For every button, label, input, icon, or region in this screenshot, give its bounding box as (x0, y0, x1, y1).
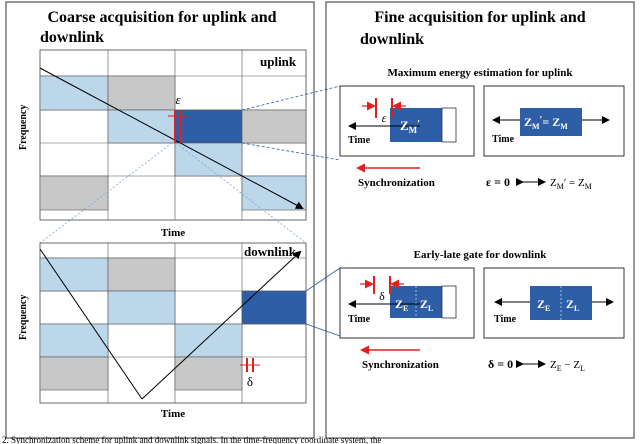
left-panel-title-line2: downlink (40, 29, 104, 46)
right-panel-title-line2: downlink (360, 31, 424, 48)
figure-caption: 2. Synchronization scheme for uplink and… (2, 435, 381, 444)
uplink-block (107, 109, 176, 144)
downlink-x-axis-label: Time (161, 408, 185, 420)
uplink-block (107, 75, 176, 111)
downlink-block (39, 257, 109, 292)
svg-text:ZM′: ZM′ (400, 118, 420, 135)
uplink-fine-box-1: ε Time ZM′ (339, 85, 475, 157)
box1-z-prime: ′ (417, 118, 420, 130)
dl-box2-ze-sub: E (545, 304, 550, 313)
uplink-label: uplink (260, 54, 297, 69)
left-panel-frame (5, 1, 315, 439)
uplink-cond-mid: ′ = Z (564, 177, 585, 189)
downlink-cond-z1: Z (550, 359, 557, 371)
downlink-fine-box-2: Time ZE ZL (483, 267, 625, 339)
svg-text:ZE − ZL: ZE − ZL (550, 359, 585, 373)
uplink-chirp-line (39, 67, 304, 209)
dl-box1-zl: Z (420, 297, 428, 311)
downlink-condition-left: δ = 0 (488, 357, 513, 371)
uplink-epsilon-label: ε (175, 92, 181, 107)
box2-eq: = Z (542, 115, 560, 129)
downlink-block-dark (241, 290, 307, 325)
downlink-cond-z1-sub: E (557, 364, 562, 373)
svg-text:ZL: ZL (420, 297, 433, 313)
uplink-block (39, 75, 109, 111)
uplink-fine-heading: Maximum energy estimation for uplink (388, 67, 574, 79)
downlink-fine-box-1: δ Time ZE ZL (339, 267, 475, 339)
downlink-block (39, 356, 109, 391)
downlink-label: downlink (244, 244, 297, 259)
fine-uplink-time-label-1: Time (348, 135, 371, 146)
downlink-block (174, 323, 243, 358)
left-panel-title-line1: Coarse acquisition for uplink and (47, 9, 276, 26)
uplink-sync-label: Synchronization (358, 177, 435, 189)
uplink-condition-left: ε = 0 (486, 175, 510, 189)
box2-z-left-sub: M (532, 122, 540, 131)
uplink-x-axis-label: Time (161, 227, 185, 239)
downlink-block (107, 257, 176, 292)
svg-text:ZE: ZE (537, 297, 550, 313)
uplink-block (241, 109, 307, 144)
fine-downlink-delta: δ (379, 289, 385, 303)
box1-z: Z (400, 118, 409, 133)
svg-text:ZL: ZL (566, 297, 579, 313)
dl-box1-ze: Z (395, 297, 403, 311)
downlink-cond-z2-sub: L (580, 364, 585, 373)
uplink-cond-z1-sub: M (557, 182, 564, 191)
dl-box2-zl-sub: L (574, 304, 579, 313)
right-panel-title-line1: Fine acquisition for uplink and (374, 9, 585, 26)
dl-box1-ze-sub: E (403, 304, 408, 313)
fine-uplink-epsilon: ε (382, 111, 387, 125)
downlink-delta-label: δ (247, 374, 253, 389)
box2-z-right-sub: M (560, 122, 568, 131)
box2-z-left-prime: ′ (540, 115, 543, 126)
dl-box2-zl: Z (566, 297, 574, 311)
svg-text:ZM′= ZM: ZM′= ZM (524, 115, 568, 131)
uplink-fine-box-2: Time ZM′= ZM (483, 85, 625, 157)
downlink-block (107, 290, 176, 325)
uplink-y-axis-label: Frequency (18, 105, 29, 150)
downlink-chart: δ downlink (39, 242, 307, 404)
dl-box1-zl-sub: L (428, 304, 433, 313)
downlink-cond-mid: − Z (562, 359, 581, 371)
uplink-cond-z1: Z (550, 177, 557, 189)
svg-text:ZE: ZE (395, 297, 408, 313)
uplink-block (39, 175, 109, 211)
svg-text:ZM′ = ZM: ZM′ = ZM (550, 177, 592, 191)
downlink-fine-heading: Early-late gate for downlink (414, 249, 548, 261)
downlink-block (39, 323, 109, 358)
fine-uplink-time-label-2: Time (492, 134, 515, 145)
downlink-y-axis-label: Frequency (18, 295, 29, 340)
downlink-chirp-down (39, 248, 143, 400)
dl-box2-ze: Z (537, 297, 545, 311)
downlink-block (174, 356, 243, 391)
downlink-chirp-up (141, 250, 302, 400)
fine-downlink-time-label-2: Time (494, 314, 517, 325)
downlink-sync-label: Synchronization (362, 359, 439, 371)
box1-z-sub: M (409, 125, 418, 135)
uplink-block-dark (174, 109, 243, 144)
fine-downlink-time-label-1: Time (348, 314, 371, 325)
box2-z-left: Z (524, 115, 532, 129)
right-panel-frame (325, 1, 635, 439)
uplink-cond-z2-sub: M (585, 182, 592, 191)
uplink-chart: ε uplink (39, 49, 307, 221)
